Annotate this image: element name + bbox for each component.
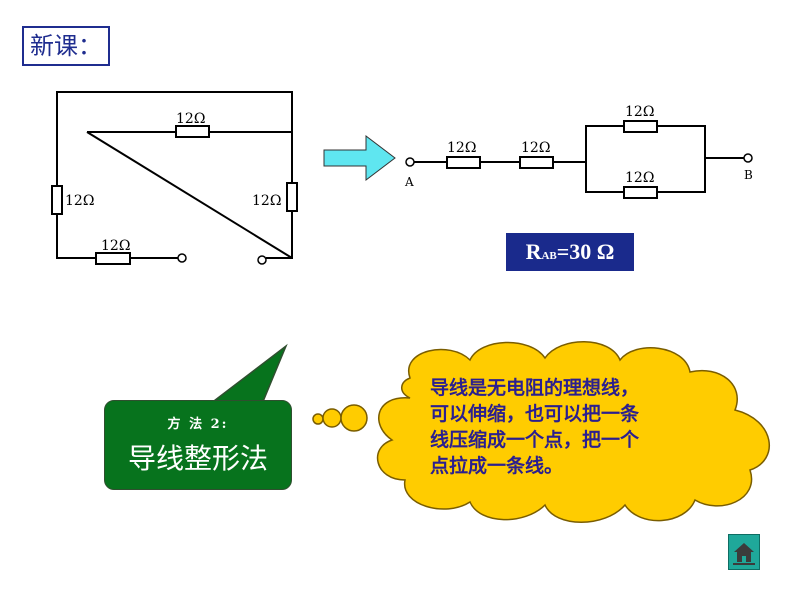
cloud-line-3: 线压缩成一个点，把一个 — [430, 429, 640, 451]
home-button[interactable] — [728, 534, 760, 570]
resistor-parallel-top — [623, 120, 658, 133]
wire-parallel-left — [585, 125, 624, 193]
resistor-top — [175, 125, 210, 138]
wire-bottom-left — [56, 214, 96, 259]
method-name: 导线整形法 — [127, 442, 268, 475]
terminal-a — [405, 157, 415, 167]
resistor-parallel-bottom-label: 12Ω — [625, 170, 654, 186]
thought-bubble-3 — [340, 404, 368, 432]
resistor-left-label: 12Ω — [65, 193, 94, 209]
cloud-shape — [376, 341, 770, 523]
thought-cloud — [312, 341, 770, 523]
left-circuit — [56, 91, 293, 259]
wire-outer-top — [56, 91, 293, 186]
wire-diagonal — [86, 131, 293, 259]
transform-arrow — [323, 134, 396, 182]
result-r: R — [525, 239, 542, 264]
method-callout: 方 法 2: 导线整形法 — [104, 400, 292, 490]
cloud-line-1: 导线是无电阻的理想线， — [430, 377, 640, 399]
home-icon — [733, 543, 755, 565]
cloud-text: 导线是无电阻的理想线， 可以伸缩，也可以把一条 线压缩成一个点，把一个 点拉成一… — [430, 375, 700, 479]
right-circuit — [414, 125, 744, 193]
result-value: =30 Ω — [556, 239, 615, 264]
terminal-b — [743, 153, 753, 163]
terminal-left-a — [177, 253, 187, 263]
method-label: 方 法 2: — [167, 417, 229, 432]
terminal-left-b — [257, 255, 267, 265]
resistor-bottom — [95, 252, 131, 265]
resistor-right-label: 12Ω — [252, 193, 281, 209]
resistor-series-2 — [519, 156, 554, 169]
resistor-series-1-label: 12Ω — [447, 140, 476, 156]
resistor-series-1 — [446, 156, 481, 169]
terminal-a-label: A — [404, 175, 414, 189]
wire-parallel-right — [657, 125, 706, 193]
resistor-bottom-label: 12Ω — [101, 238, 130, 254]
thought-bubble-1 — [312, 413, 324, 425]
slide-title: 新课： — [22, 26, 110, 66]
resistor-top-label: 12Ω — [176, 111, 205, 127]
result-label: RAB=30 Ω — [506, 233, 634, 271]
thought-bubble-2 — [322, 408, 342, 428]
resistor-parallel-bottom — [623, 186, 658, 199]
terminal-b-label: B — [744, 168, 753, 182]
resistor-left — [51, 185, 63, 215]
resistor-parallel-top-label: 12Ω — [625, 104, 654, 120]
method-callout-pointer — [207, 343, 288, 405]
cloud-line-4: 点拉成一条线。 — [430, 455, 564, 477]
cloud-line-2: 可以伸缩，也可以把一条 — [430, 403, 640, 425]
result-sub: AB — [541, 250, 557, 262]
resistor-right — [286, 182, 298, 212]
resistor-series-2-label: 12Ω — [521, 140, 550, 156]
